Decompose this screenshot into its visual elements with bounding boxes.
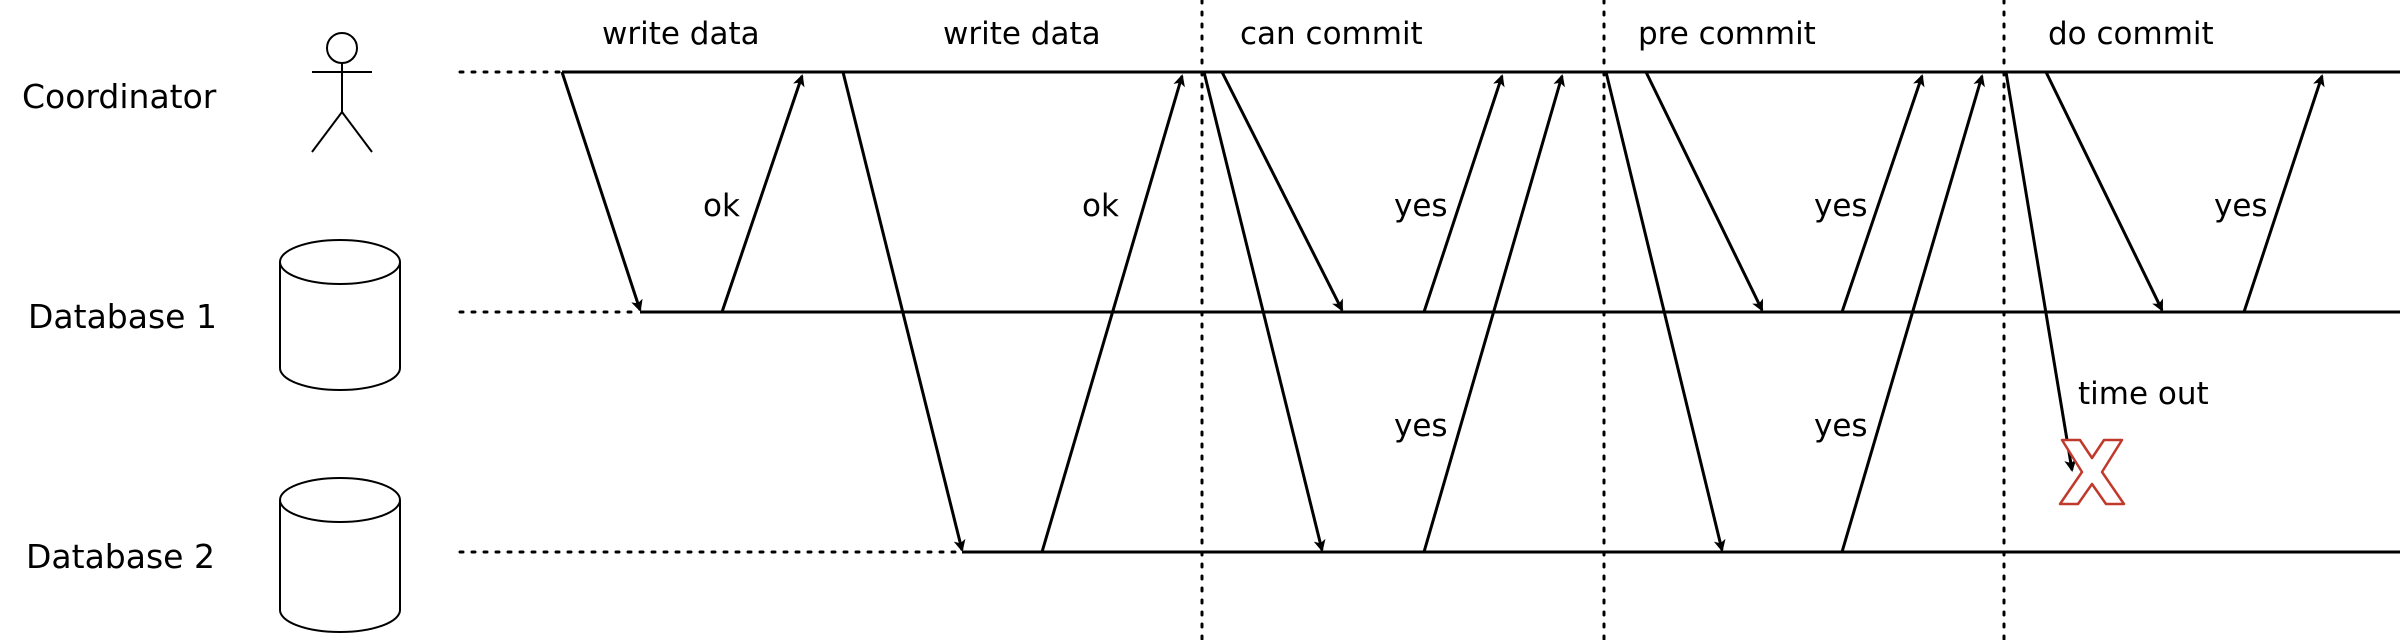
phase-label-write-data-2: write data	[943, 16, 1101, 52]
message-label-yes: yes	[1394, 188, 1448, 224]
arrow-ok-from-database-2	[1040, 74, 1185, 553]
cross-mark-icon	[2058, 438, 2126, 506]
arrow-can-commit-to-database-1	[1220, 71, 1344, 312]
arrow-yes-from-database-1-can-commit	[1422, 74, 1505, 313]
arrow-write-data-to-database-1	[560, 71, 643, 312]
arrow-pre-commit-to-database-1	[1644, 71, 1764, 312]
message-label-yes: yes	[1814, 188, 1868, 224]
phase-label-can-commit: can commit	[1240, 16, 1423, 52]
message-label-ok: ok	[703, 188, 740, 224]
arrow-do-commit-to-database-2-timeout	[2004, 71, 2077, 472]
message-label-yes: yes	[1814, 408, 1868, 444]
arrow-yes-from-database-2-pre-commit	[1840, 74, 1985, 553]
message-label-yes: yes	[1394, 408, 1448, 444]
message-label-yes: yes	[2214, 188, 2268, 224]
lane-label-coordinator: Coordinator	[22, 77, 217, 116]
cylinder-icon	[279, 239, 401, 391]
arrow-can-commit-to-database-2	[1202, 71, 1326, 552]
phase-label-do-commit: do commit	[2048, 16, 2214, 52]
arrow-write-data-to-database-2	[841, 71, 966, 552]
message-label-time-out: time out	[2078, 376, 2209, 412]
arrow-do-commit-to-database-1	[2044, 71, 2164, 312]
cylinder-icon	[279, 477, 401, 633]
lane-label-database-1: Database 1	[28, 297, 217, 336]
arrow-pre-commit-to-database-2	[1604, 71, 1726, 552]
actor-icon	[311, 32, 373, 153]
lane-label-database-2: Database 2	[26, 537, 215, 576]
arrow-yes-from-database-1-do-commit	[2242, 74, 2325, 313]
message-label-ok: ok	[1082, 188, 1119, 224]
arrow-yes-from-database-2-can-commit	[1422, 74, 1565, 553]
phase-label-pre-commit: pre commit	[1638, 16, 1816, 52]
phase-label-write-data-1: write data	[602, 16, 760, 52]
arrow-ok-from-database-1	[720, 74, 805, 313]
arrow-yes-from-database-1-pre-commit	[1840, 74, 1925, 313]
